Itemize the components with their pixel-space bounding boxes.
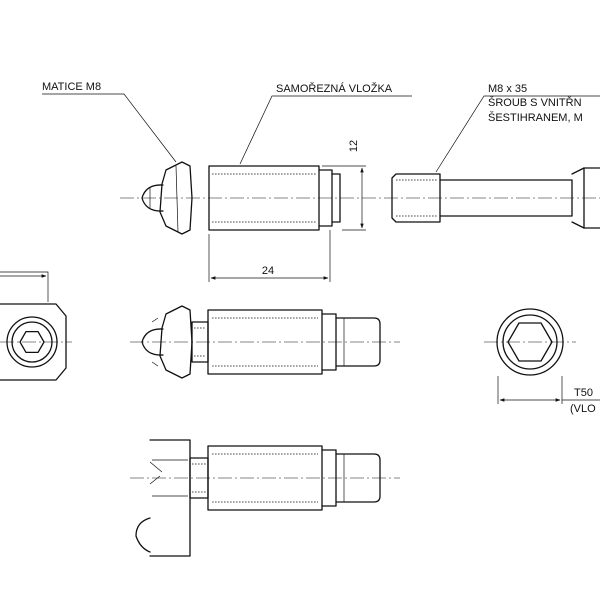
insert-part	[208, 165, 341, 231]
nut-front-view	[0, 271, 72, 381]
screw-desc-line1: ŠROUB S VNITŘN	[488, 96, 582, 109]
assembly-bottom	[130, 439, 400, 557]
label-insert: SAMOŘEZNÁ VLOŽKA	[239, 82, 412, 165]
label-screw: M8 x 35 ŠROUB S VNITŘN ŠESTIHRANEM, M	[435, 83, 600, 173]
torx-size-label: T50	[574, 387, 593, 399]
label-nut: MATICE M8	[42, 81, 177, 163]
exploded-view: 24 12 MATICE M8 SAMOŘEZNÁ VLOŽKA M8 x 35…	[42, 81, 600, 282]
dimension-length-value: 24	[262, 265, 274, 277]
torx-note-label: (VLO	[570, 403, 596, 415]
torx-end-view: T50 (VLO	[484, 308, 600, 415]
screw-desc-line2: ŠESTIHRANEM, M	[488, 111, 583, 124]
screw-size-label: M8 x 35	[488, 83, 527, 95]
dimension-length: 24	[208, 230, 331, 282]
dimension-height: 12	[322, 140, 366, 231]
nut-part	[141, 161, 193, 235]
insert-label: SAMOŘEZNÁ VLOŽKA	[276, 82, 393, 95]
nut-label: MATICE M8	[42, 81, 101, 93]
assembled-side-view	[130, 305, 400, 379]
dimension-height-value: 12	[348, 140, 360, 152]
assembly-middle: T50 (VLO	[0, 271, 600, 415]
screw-part	[391, 167, 600, 229]
